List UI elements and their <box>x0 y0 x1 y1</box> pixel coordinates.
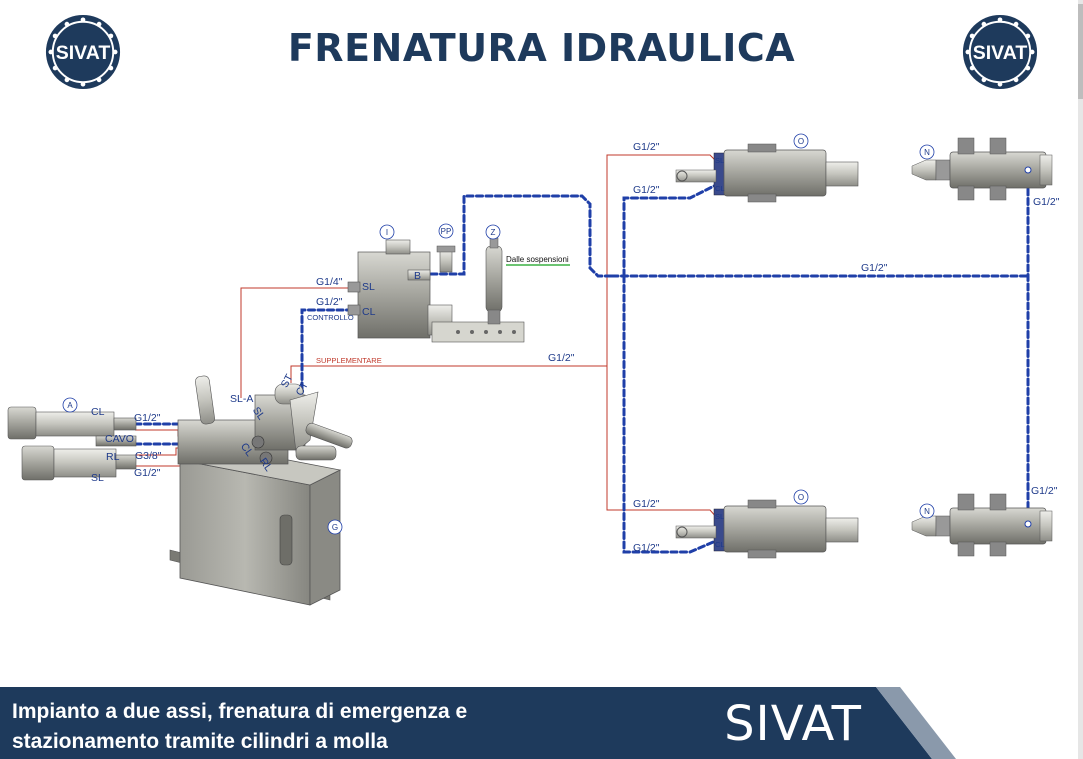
label-o-top-red-g12: G1/2" <box>633 141 660 153</box>
label-o-top-blue-g12: G1/2" <box>633 184 660 196</box>
label-main-g12: G1/2" <box>861 262 888 274</box>
sivat-logo-right: SIVAT <box>962 14 1038 90</box>
label-z-dalle-sospensioni: Dalle sospensioni <box>506 255 569 264</box>
label-o-bot-sl: SL <box>715 512 724 521</box>
footer-band <box>0 687 956 759</box>
component-markers <box>62 133 935 535</box>
label-g-st: ST <box>279 372 296 390</box>
label-i-g12: G1/2" <box>316 296 343 308</box>
label-n-bot-g12: G1/2" <box>1031 485 1058 497</box>
scrollbar-track[interactable] <box>1078 0 1083 759</box>
spring-cylinder-n-top <box>911 137 1053 201</box>
label-a-g38: G3/8" <box>135 450 162 462</box>
label-supp-g12: G1/2" <box>548 352 575 364</box>
valve-i <box>347 239 525 343</box>
footer-caption-line1: Impianto a due assi, frenatura di emerge… <box>12 700 468 723</box>
brake-cylinder-o-bottom <box>675 499 859 559</box>
label-a-rl: RL <box>106 451 120 463</box>
label-g-sla: SL-A <box>230 393 253 405</box>
marker-g: G <box>332 523 338 532</box>
marker-i: I <box>386 228 388 237</box>
marker-n-top: N <box>924 148 930 157</box>
logo-right-text: SIVAT <box>973 42 1028 64</box>
footer-caption-line2: stazionamento tramite cilindri a molla <box>12 730 388 753</box>
label-o-top-sl: SL <box>715 156 724 165</box>
label-i-cl: CL <box>362 306 376 318</box>
label-i-b: B <box>414 270 421 282</box>
marker-z: Z <box>491 228 496 237</box>
scrollbar-thumb[interactable] <box>1078 4 1083 99</box>
accumulator-z <box>485 237 503 325</box>
marker-pp: PP <box>441 227 452 236</box>
spring-cylinder-n-bottom <box>911 493 1053 557</box>
label-a-g12: G1/2" <box>134 412 161 424</box>
page-title: FRENATURA IDRAULICA <box>287 26 796 70</box>
label-a-g12b: G1/2" <box>134 467 161 479</box>
label-i-sl: SL <box>362 281 375 293</box>
label-supplementare: SUPPLEMENTARE <box>316 356 382 365</box>
logo-left-text: SIVAT <box>56 42 111 64</box>
label-a-sl: SL <box>91 472 104 484</box>
brake-cylinder-o-top <box>675 143 859 203</box>
footer-sivat-logo: SIVAT <box>724 696 862 747</box>
label-o-bot-red-g12: G1/2" <box>633 498 660 510</box>
label-i-controllo: CONTROLLO <box>307 313 354 322</box>
label-o-bot-blue-g12: G1/2" <box>633 542 660 554</box>
footer-logo-text: SIVAT <box>724 696 862 747</box>
marker-o-top: O <box>798 137 804 146</box>
label-o-top-cl: CL <box>715 184 725 193</box>
marker-n-bottom: N <box>924 507 930 516</box>
label-a-cl: CL <box>91 406 105 418</box>
marker-o-bottom: O <box>798 493 804 502</box>
pump-unit-g <box>169 375 353 606</box>
label-o-bot-cl: CL <box>715 540 725 549</box>
label-i-g14: G1/4" <box>316 276 343 288</box>
sivat-logo-left: SIVAT <box>45 14 121 90</box>
hydraulic-diagram: A G I PP Z O O N N CL G1/2" CAVO RL G3/8… <box>7 133 1060 606</box>
label-n-top-g12: G1/2" <box>1033 196 1060 208</box>
marker-a: A <box>67 401 73 410</box>
footer-caption: Impianto a due assi, frenatura di emerge… <box>12 697 612 757</box>
label-a-cavo: CAVO <box>105 433 134 445</box>
cylinder-a <box>7 406 137 481</box>
fitting-pp <box>436 245 456 273</box>
